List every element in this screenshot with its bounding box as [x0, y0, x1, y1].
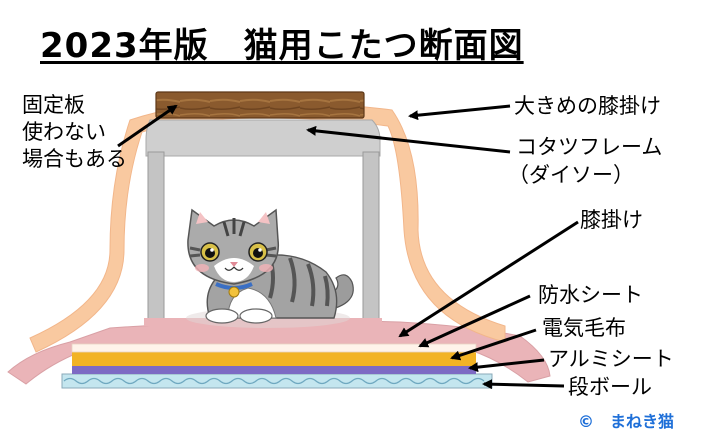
arrow-aluminum-sheet: [468, 358, 545, 373]
page-title: 2023年版 猫用こたつ断面図: [40, 26, 524, 66]
kotatsu-frame-leg-left: [147, 151, 165, 323]
label-frame-line-2: （ダイソー）: [508, 163, 634, 187]
arrow-electric-blanket: [450, 328, 537, 361]
arrow-cardboard: [482, 379, 565, 390]
arrow-frame: [306, 125, 511, 154]
kotatsu-frame-leg-right: [362, 151, 380, 323]
large-blanket-shape: [29, 101, 506, 353]
label-frame-line-1: コタツフレーム: [516, 135, 663, 159]
note-line-1: 固定板: [22, 93, 85, 117]
note-line-2: 使わない: [22, 120, 106, 144]
cardboard-wave: [63, 377, 485, 385]
waterproof-sheet-layer: [71, 343, 477, 353]
label-aluminum-sheet: アルミシート: [548, 347, 674, 371]
label-cardboard: 段ボール: [568, 375, 652, 399]
cardboard-layer: [61, 373, 493, 389]
cat-illustration: [186, 208, 354, 328]
label-electric-blanket: 電気毛布: [542, 316, 626, 340]
label-lap-blanket: 膝掛け: [580, 208, 643, 232]
pointer-arrows: [117, 104, 579, 390]
note-line-3: 場合もある: [22, 147, 127, 171]
arrow-fixing-board: [117, 104, 178, 148]
aluminum-sheet-layer: [72, 366, 476, 374]
electric-blanket-layer: [72, 352, 476, 366]
fixing-board-note: 固定板 使わない 場合もある: [22, 92, 127, 173]
fixing-board: [155, 91, 365, 119]
arrow-waterproof-sheet: [418, 294, 531, 348]
arrow-large-blanket: [408, 104, 511, 121]
label-large-blanket: 大きめの膝掛け: [514, 94, 661, 118]
credit-text: © まねき猫: [578, 412, 675, 431]
arrow-lap-blanket: [398, 220, 579, 338]
label-waterproof-sheet: 防水シート: [538, 283, 643, 307]
kotatsu-frame-top: [145, 119, 381, 157]
